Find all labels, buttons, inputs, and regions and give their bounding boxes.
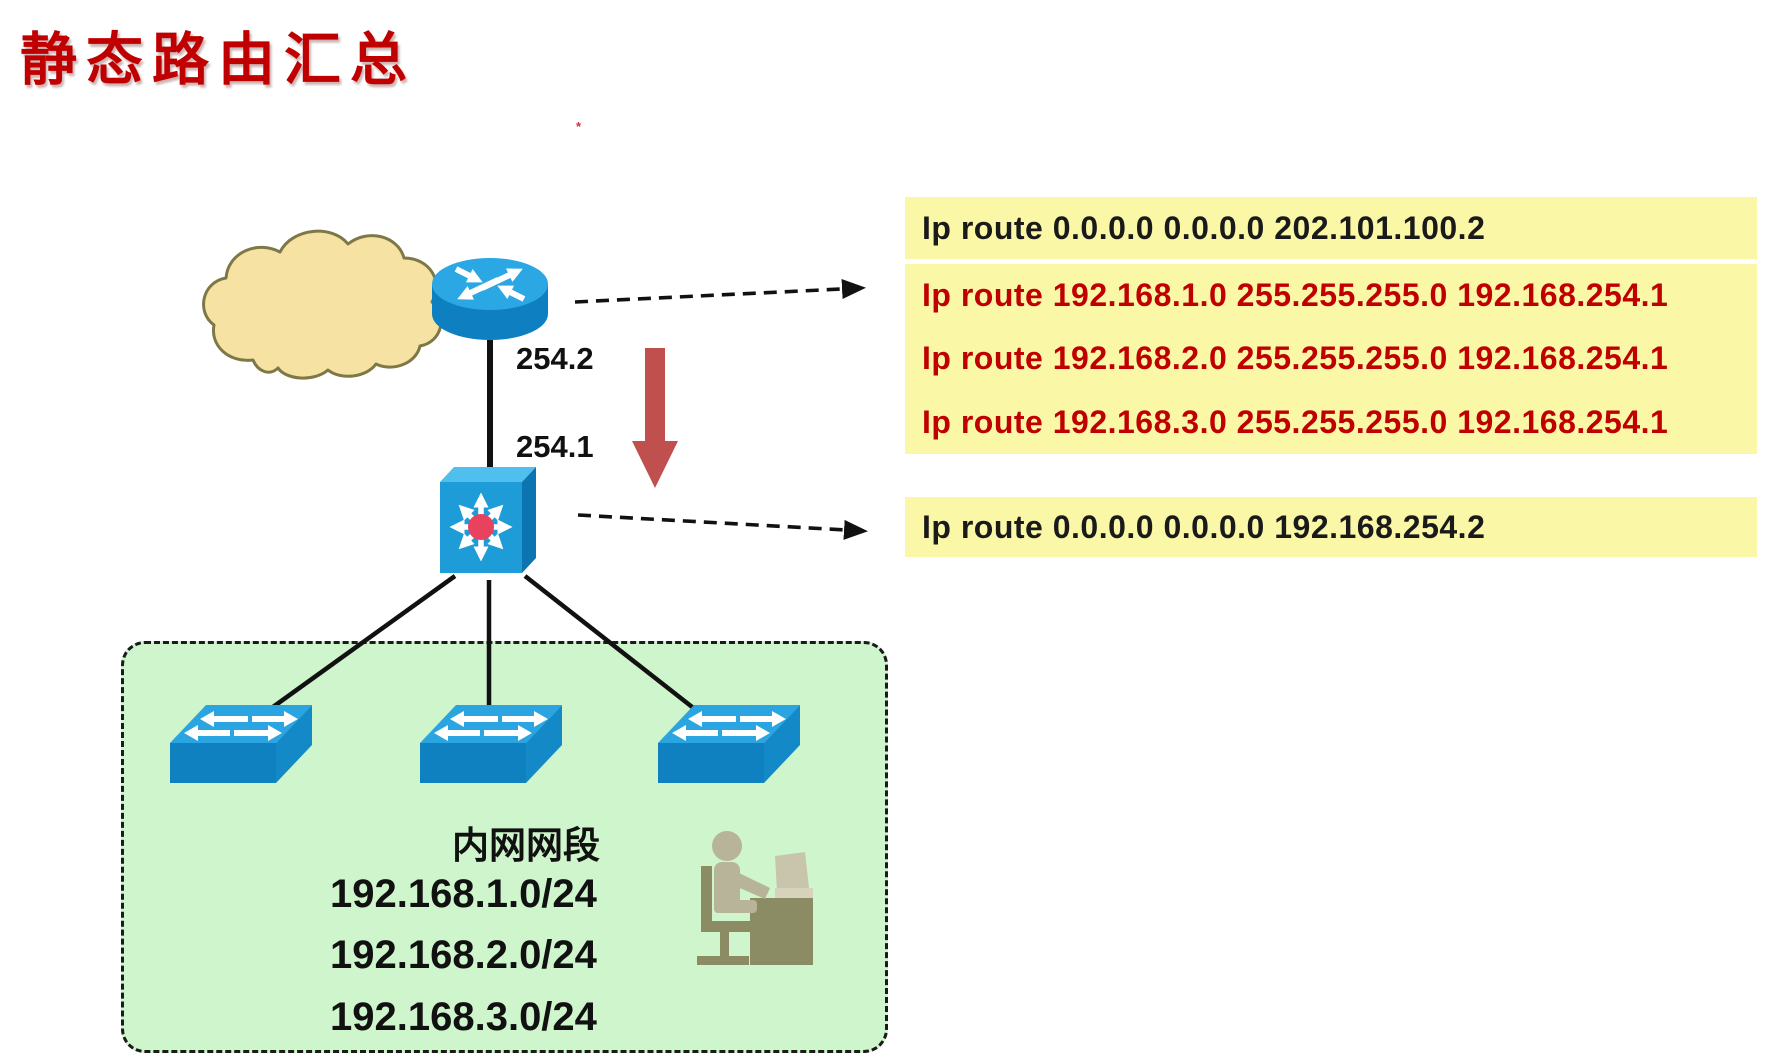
dashed-pointer-router [574, 278, 866, 304]
switch-default-route-box: Ip route 0.0.0.0 0.0.0.0 192.168.254.2 [905, 497, 1757, 557]
route-line: Ip route 0.0.0.0 0.0.0.0 192.168.254.2 [922, 508, 1486, 545]
internet-cloud-icon [202, 229, 443, 380]
route-line: Ip route 0.0.0.0 0.0.0.0 202.101.100.2 [922, 209, 1486, 246]
lan-label: 内网网段 [452, 825, 600, 866]
cloud-shape [202, 229, 443, 380]
access-switch-1-icon [170, 705, 312, 783]
person [712, 831, 770, 913]
switch-arrows [184, 711, 298, 741]
annotation-mark: * [576, 119, 582, 134]
lan-network-2: 192.168.2.0/24 [330, 933, 597, 977]
page-title: 静态路由汇总 [20, 28, 416, 92]
person-desk-icon [697, 831, 813, 965]
dashed-pointer-switch [577, 513, 868, 540]
switch-arrows [672, 711, 786, 741]
lan-network-3: 192.168.3.0/24 [330, 995, 597, 1039]
router-arrows [454, 266, 526, 302]
router-icon [432, 258, 548, 340]
switch-arrows [434, 711, 548, 741]
route-line: Ip route 192.168.2.0 255.255.255.0 192.1… [922, 340, 1669, 377]
switch-interface-label: 254.1 [516, 429, 594, 464]
lan-network-1: 192.168.1.0/24 [330, 872, 597, 916]
red-down-arrow-icon [632, 348, 678, 488]
access-switch-3-icon [658, 705, 800, 783]
chair-and-desk [697, 866, 813, 965]
route-line: Ip route 192.168.3.0 255.255.255.0 192.1… [922, 403, 1669, 440]
l3-switch-hub-dot [468, 514, 494, 540]
l3-switch-top [440, 467, 536, 482]
l3-switch-icon [440, 467, 536, 573]
router-static-routes-box: Ip route 192.168.1.0 255.255.255.0 192.1… [905, 264, 1757, 454]
router-interface-label: 254.2 [516, 341, 594, 376]
computer [775, 852, 813, 898]
route-line: Ip route 192.168.1.0 255.255.255.0 192.1… [922, 277, 1669, 314]
l3-switch-side [522, 467, 536, 573]
router-default-route-box: Ip route 0.0.0.0 0.0.0.0 202.101.100.2 [905, 197, 1757, 259]
access-switch-2-icon [420, 705, 562, 783]
